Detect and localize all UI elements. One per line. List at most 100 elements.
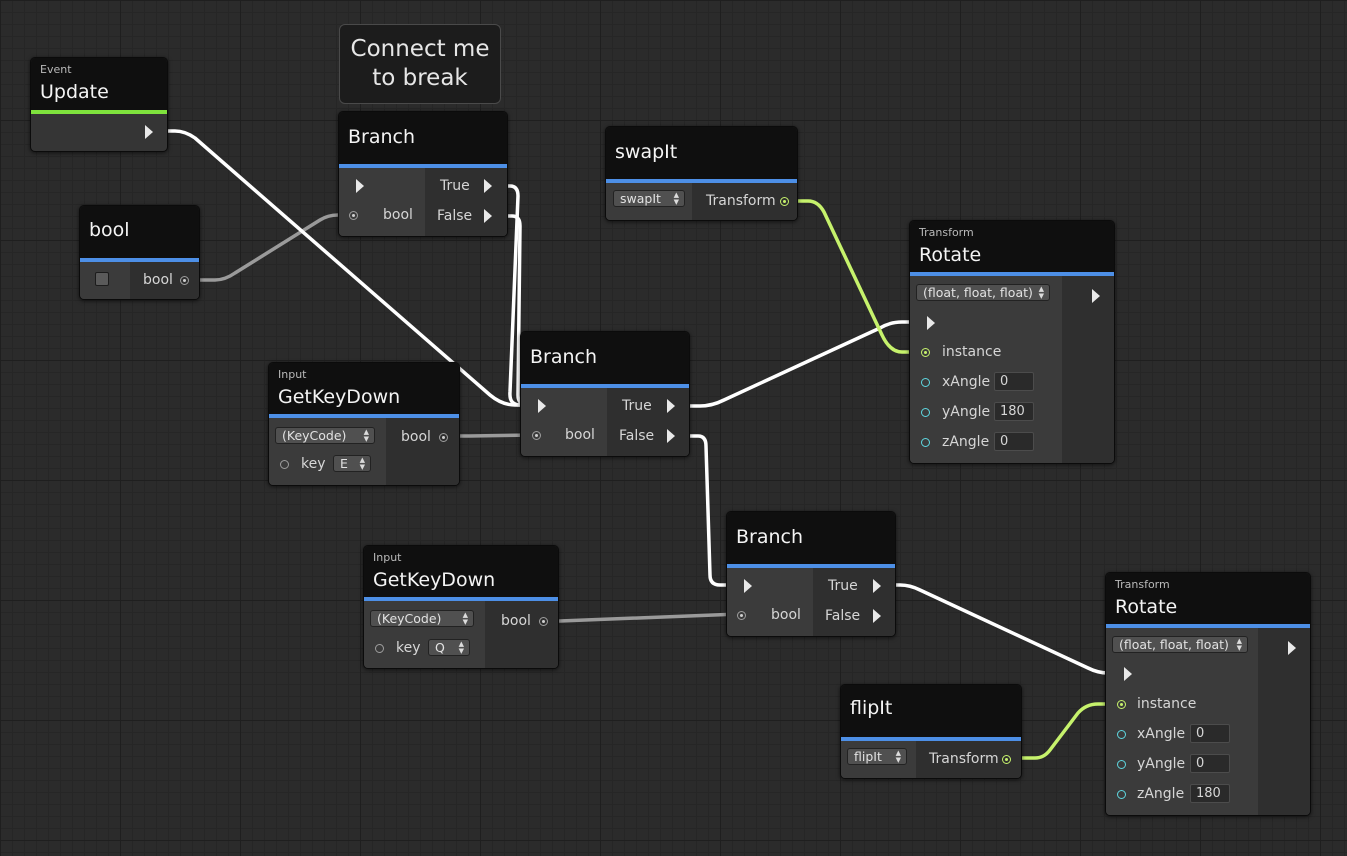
overload-dropdown[interactable]: (float, float, float) ▲▼	[1112, 636, 1248, 653]
true-out-port-icon[interactable]	[873, 579, 881, 593]
overload-dropdown[interactable]: (KeyCode) ▲▼	[370, 610, 474, 627]
node-output-column	[485, 601, 558, 668]
node-subtitle: Transform	[919, 226, 974, 239]
node-output-column	[692, 183, 797, 220]
bool-out-port-icon[interactable]	[439, 433, 448, 442]
overload-dropdown[interactable]: (float, float, float) ▲▼	[916, 284, 1050, 301]
updown-caret-icon: ▲▼	[363, 428, 369, 443]
node-rotate-bottom[interactable]: Transform Rotate (float, float, float) ▲…	[1105, 572, 1311, 816]
node-title: Branch	[348, 126, 416, 148]
true-label: True	[828, 578, 858, 594]
zangle-in-port-icon[interactable]	[1117, 790, 1126, 799]
xangle-field[interactable]: 0	[1190, 724, 1230, 743]
node-getkeydown-q[interactable]: Input GetKeyDown (KeyCode) ▲▼ bool key Q…	[363, 545, 559, 669]
node-rotate-top[interactable]: Transform Rotate (float, float, float) ▲…	[909, 220, 1115, 464]
node-output-column	[425, 168, 507, 236]
node-header: Input GetKeyDown	[364, 546, 558, 601]
sticky-note-line-2: to break	[372, 65, 468, 91]
node-header: Branch	[521, 332, 689, 388]
dropdown-value: (float, float, float)	[923, 285, 1033, 300]
port-label: Transform	[929, 751, 999, 767]
key-in-port-icon[interactable]	[375, 644, 384, 653]
flow-in-port-icon[interactable]	[744, 579, 752, 593]
yangle-field[interactable]: 0	[1190, 754, 1230, 773]
false-out-port-icon[interactable]	[873, 609, 881, 623]
yangle-in-port-icon[interactable]	[1117, 760, 1126, 769]
flow-in-port-icon[interactable]	[927, 316, 935, 330]
port-label: xAngle	[1137, 726, 1186, 742]
wire-bool-to-branch-top	[183, 213, 350, 282]
overload-dropdown[interactable]: (KeyCode) ▲▼	[275, 427, 375, 444]
updown-caret-icon: ▲▼	[462, 611, 468, 626]
port-label: zAngle	[942, 434, 990, 450]
true-out-port-icon[interactable]	[667, 399, 675, 413]
flow-in-port-icon[interactable]	[356, 179, 364, 193]
swapit-selector-dropdown[interactable]: swapIt ▲▼	[613, 190, 685, 207]
flow-in-port-icon[interactable]	[538, 399, 546, 413]
zangle-field[interactable]: 0	[994, 432, 1034, 451]
flow-out-port-icon[interactable]	[145, 125, 153, 139]
flipit-selector-dropdown[interactable]: flipIt ▲▼	[847, 748, 907, 765]
flow-in-port-icon[interactable]	[1124, 667, 1132, 681]
false-out-port-icon[interactable]	[484, 209, 492, 223]
transform-out-port-icon[interactable]	[1002, 755, 1011, 764]
node-getkeydown-e[interactable]: Input GetKeyDown (KeyCode) ▲▼ bool key E…	[268, 362, 460, 486]
flow-out-port-icon[interactable]	[1092, 289, 1100, 303]
false-out-port-icon[interactable]	[667, 429, 675, 443]
xangle-in-port-icon[interactable]	[921, 378, 930, 387]
node-output-column	[386, 418, 459, 485]
node-header: Branch	[339, 112, 507, 168]
port-label: xAngle	[942, 374, 991, 390]
node-subtitle: Input	[278, 368, 307, 381]
node-flipit-variable[interactable]: flipIt flipIt ▲▼ Transform	[840, 684, 1022, 779]
node-header: Event Update	[31, 58, 167, 114]
sticky-note[interactable]: Connect me to break	[339, 24, 501, 104]
bool-in-port-icon[interactable]	[737, 611, 746, 620]
port-label: bool	[401, 429, 431, 445]
zangle-field[interactable]: 180	[1190, 784, 1230, 803]
key-dropdown[interactable]: E ▲▼	[333, 455, 371, 472]
node-swapit-variable[interactable]: swapIt swapIt ▲▼ Transform	[605, 126, 798, 221]
instance-in-port-icon[interactable]	[921, 348, 930, 357]
node-header: Input GetKeyDown	[269, 363, 459, 418]
node-branch-bottom[interactable]: Branch bool True False	[726, 511, 896, 637]
key-dropdown[interactable]: Q ▲▼	[428, 639, 470, 656]
updown-caret-icon: ▲▼	[359, 456, 365, 471]
node-output-column	[813, 568, 895, 636]
instance-in-port-icon[interactable]	[1117, 700, 1126, 709]
yangle-field[interactable]: 180	[994, 402, 1034, 421]
xangle-in-port-icon[interactable]	[1117, 730, 1126, 739]
node-title: Branch	[736, 526, 804, 548]
dropdown-value: flipIt	[854, 749, 882, 764]
bool-in-port-icon[interactable]	[349, 211, 358, 220]
node-branch-top[interactable]: Branch bool True False	[338, 111, 508, 237]
port-label: instance	[942, 344, 1002, 360]
node-bool-variable[interactable]: bool bool	[79, 205, 200, 300]
true-out-port-icon[interactable]	[484, 179, 492, 193]
port-label: yAngle	[942, 404, 991, 420]
node-branch-middle[interactable]: Branch bool True False	[520, 331, 690, 457]
node-header: Branch	[727, 512, 895, 568]
key-in-port-icon[interactable]	[280, 460, 289, 469]
yangle-in-port-icon[interactable]	[921, 408, 930, 417]
port-label: bool	[565, 427, 595, 443]
sticky-note-line-1: Connect me	[350, 36, 490, 62]
dropdown-value: E	[340, 456, 348, 471]
node-update-event[interactable]: Event Update	[30, 57, 168, 152]
bool-out-port-icon[interactable]	[539, 617, 548, 626]
xangle-field[interactable]: 0	[994, 372, 1034, 391]
node-input-column	[727, 568, 813, 636]
wire-flipit-to-rotate-bottom	[1004, 702, 1122, 760]
node-subtitle: Event	[40, 63, 72, 76]
bool-in-port-icon[interactable]	[532, 431, 541, 440]
bool-out-port-icon[interactable]	[180, 276, 189, 285]
flow-out-port-icon[interactable]	[1288, 641, 1296, 655]
node-header: Transform Rotate	[1106, 573, 1310, 628]
bool-value-checkbox[interactable]	[95, 272, 109, 286]
node-header: bool	[80, 206, 199, 262]
transform-out-port-icon[interactable]	[780, 197, 789, 206]
node-title: bool	[89, 219, 130, 241]
false-label: False	[619, 428, 655, 444]
zangle-in-port-icon[interactable]	[921, 438, 930, 447]
